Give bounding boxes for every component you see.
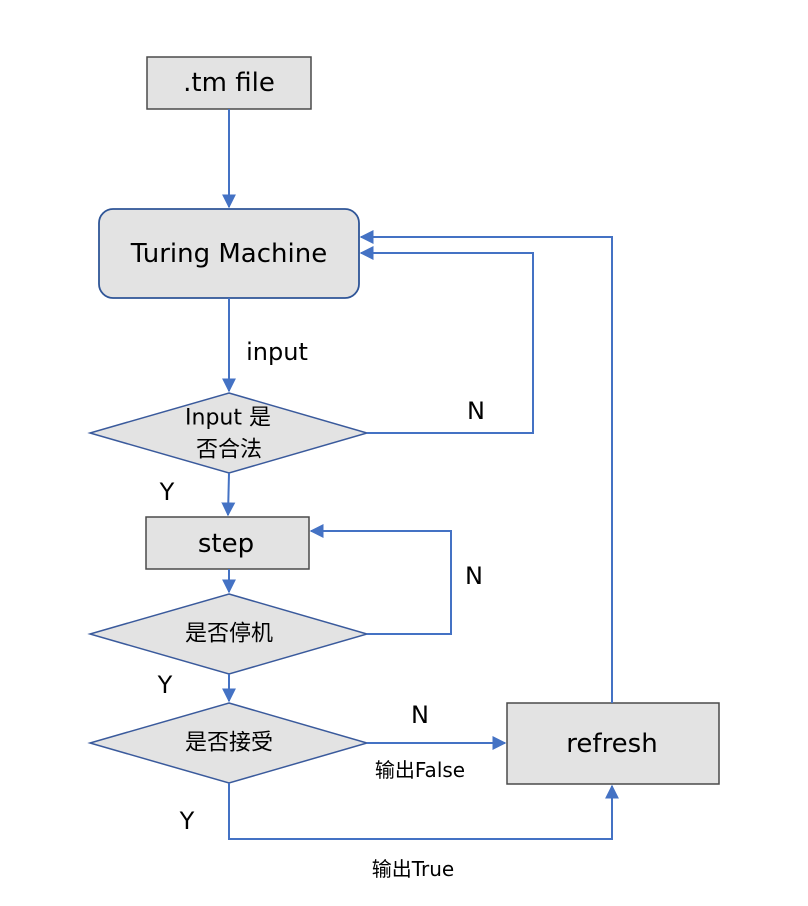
turing-machine-label: Turing Machine: [130, 239, 327, 269]
step-node: step: [145, 516, 310, 570]
refresh-node: refresh: [506, 702, 720, 785]
rejected-n-label: N: [411, 701, 429, 729]
edge-not-halted-loop: [309, 524, 452, 635]
not-halted-n-label: N: [465, 562, 483, 590]
input-valid-label-line1: Input 是: [185, 406, 271, 431]
tm-file-label: .tm file: [183, 68, 275, 98]
turing-machine-node: Turing Machine: [98, 208, 360, 299]
halt-decision: 是否停机: [87, 593, 370, 675]
accept-decision: 是否接受: [87, 702, 370, 784]
input-invalid-n-label: N: [467, 397, 485, 425]
output-true-label: 输出True: [372, 857, 454, 881]
accepted-y-label: Y: [179, 807, 195, 835]
edge-input-invalid-loop: [359, 246, 534, 434]
edge-accepted-to-refresh: [228, 783, 619, 840]
refresh-label: refresh: [566, 729, 657, 759]
input-valid-y-label: Y: [159, 478, 175, 506]
input-valid-label-line2: 否合法: [196, 438, 262, 463]
input-valid-decision: Input 是 否合法: [87, 392, 370, 474]
step-label: step: [198, 529, 254, 559]
halt-decision-label: 是否停机: [185, 622, 273, 647]
edge-input-valid-to-step: [221, 472, 236, 517]
tm-file-node: .tm file: [146, 56, 312, 110]
accept-decision-label: 是否接受: [185, 731, 273, 756]
edge-refresh-to-tm: [359, 230, 613, 703]
output-false-label: 输出False: [375, 758, 465, 782]
halted-y-label: Y: [157, 671, 173, 699]
input-edge-label: input: [246, 338, 308, 366]
